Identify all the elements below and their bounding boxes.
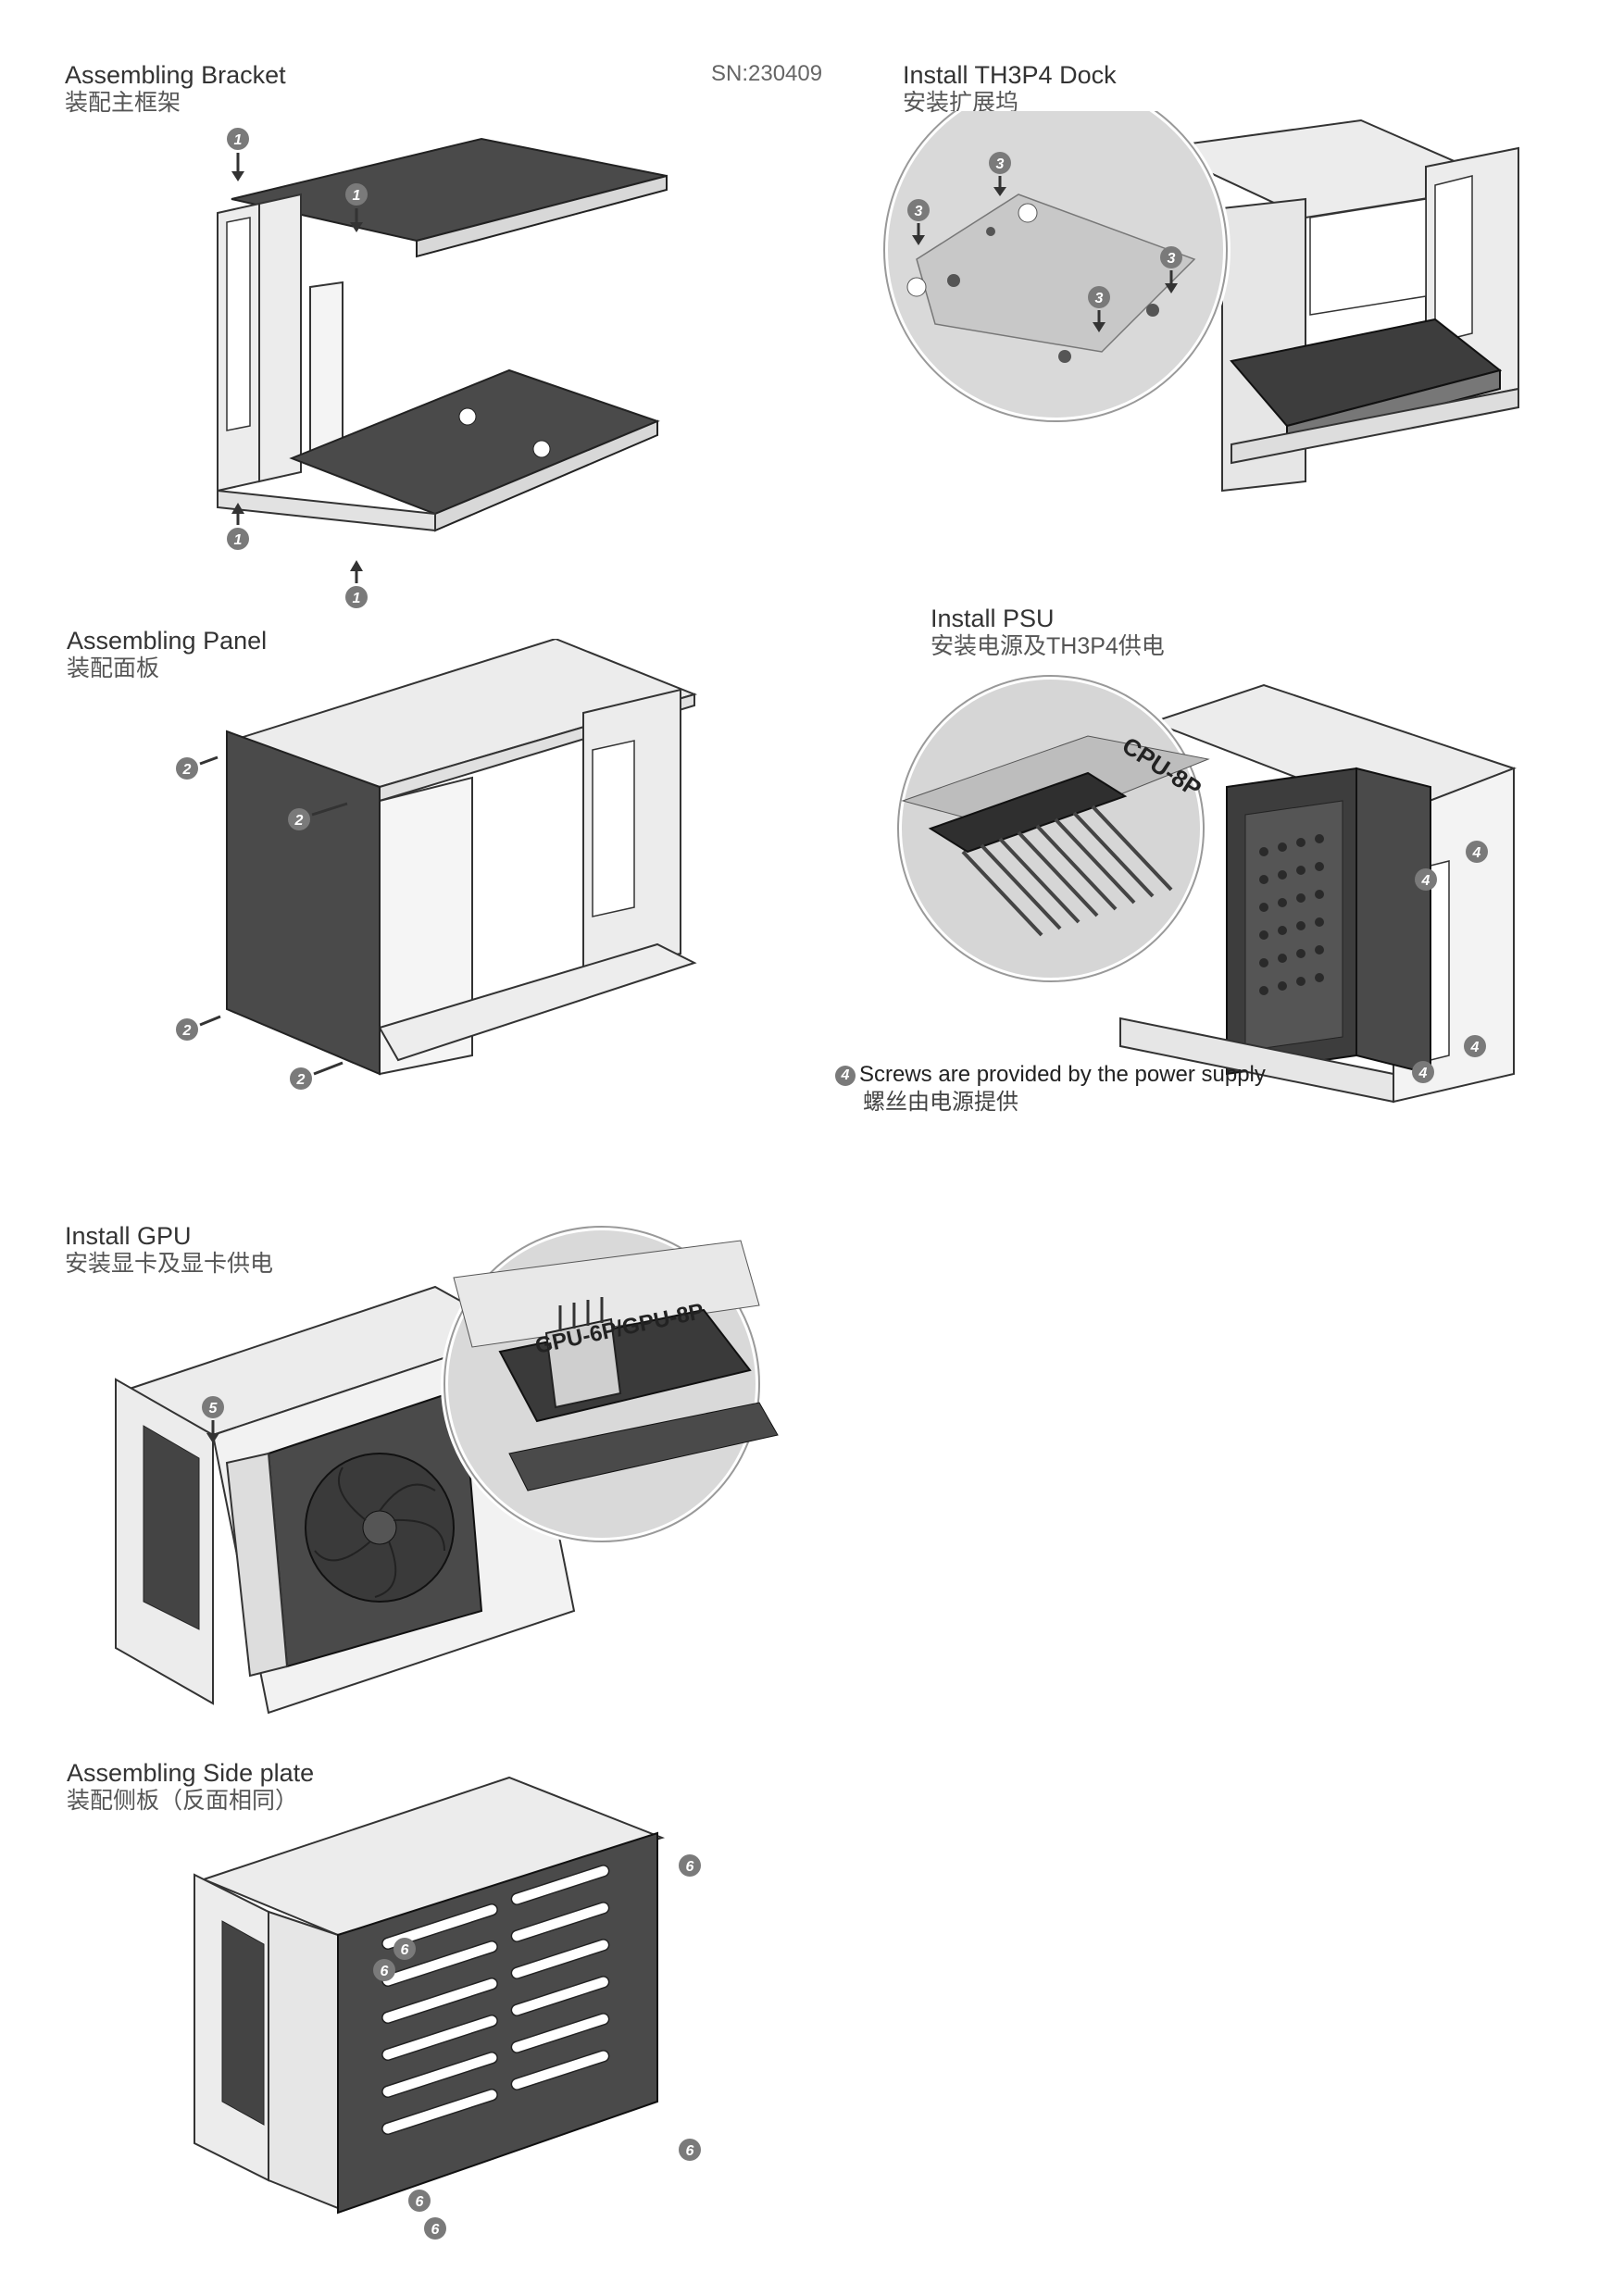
- svg-text:2: 2: [296, 1072, 306, 1088]
- step3-callout: 3: [907, 199, 930, 245]
- step4-callout: 4: [1412, 1061, 1434, 1083]
- svg-text:1: 1: [353, 188, 361, 204]
- section-title-cn: 装配主框架: [65, 90, 181, 116]
- svg-text:4: 4: [1470, 1040, 1480, 1055]
- svg-text:1: 1: [234, 132, 243, 148]
- svg-text:3: 3: [915, 204, 923, 219]
- step4-callout: 4: [1415, 868, 1437, 891]
- step1-callout: 1: [345, 183, 368, 232]
- bracket-illustration: 1 1 1 1: [217, 128, 668, 608]
- step1-callout: 1: [345, 560, 368, 608]
- section-title-bracket: Assembling Bracket 装配主框架: [65, 61, 286, 117]
- dock-illustration: 3 3 3 3: [881, 111, 1519, 493]
- svg-text:4: 4: [1421, 873, 1430, 889]
- section-title-cn: 装配面板: [67, 655, 160, 681]
- step4-badge: 4: [835, 1066, 856, 1086]
- step6-callout: 6: [424, 2217, 446, 2240]
- step3-callout: 3: [1088, 286, 1110, 332]
- svg-text:6: 6: [381, 1964, 389, 1979]
- section-title-cn: 装配侧板（反面相同）: [67, 1788, 299, 1814]
- section-title-dock: Install TH3P4 Dock 安装扩展坞: [903, 61, 1117, 117]
- step6-callout: 6: [679, 1854, 701, 1877]
- step6-callout: 6: [373, 1959, 395, 1981]
- panel-illustration: 2 2 2 2: [176, 639, 698, 1090]
- svg-text:3: 3: [1095, 291, 1104, 306]
- step6-callout: 6: [679, 2139, 701, 2161]
- svg-text:4: 4: [1418, 1066, 1428, 1081]
- step6-callout: 6: [394, 1938, 416, 1960]
- section-title-gpu: Install GPU 安装显卡及显卡供电: [65, 1222, 273, 1278]
- svg-text:2: 2: [182, 1023, 192, 1039]
- svg-text:4: 4: [1472, 845, 1481, 861]
- svg-text:6: 6: [431, 2222, 440, 2238]
- psu-illustration: CPU-8P 4 4 4 4: [894, 672, 1517, 1104]
- svg-text:1: 1: [234, 532, 243, 548]
- svg-text:6: 6: [686, 2143, 694, 2159]
- section-title-en: Install TH3P4 Dock: [903, 61, 1117, 89]
- step2-callout: 2: [288, 802, 348, 830]
- svg-text:6: 6: [686, 1859, 694, 1875]
- step4-callout: 4: [1466, 841, 1488, 863]
- step1-callout: 1: [227, 503, 249, 550]
- step1-callout: 1: [227, 128, 249, 181]
- step3-callout: 3: [1160, 246, 1182, 293]
- svg-text:3: 3: [1168, 251, 1176, 267]
- psu-note-cn: 螺丝由电源提供: [863, 1090, 1018, 1115]
- gpu-illustration: 5 GPU-6P/GPU-8P: [115, 1223, 779, 1715]
- section-title-en: Install PSU: [931, 605, 1055, 632]
- psu-note-en: Screws are provided by the power supply: [859, 1062, 1266, 1087]
- svg-text:3: 3: [996, 156, 1005, 172]
- svg-text:1: 1: [353, 591, 361, 606]
- section-title-en: Assembling Bracket: [65, 61, 286, 89]
- section-title-cn: 安装电源及TH3P4供电: [931, 633, 1165, 659]
- side-plate-illustration: 6 6 6 6 6 6: [194, 1776, 701, 2240]
- svg-text:6: 6: [401, 1942, 409, 1958]
- step4-callout: 4: [1464, 1035, 1486, 1057]
- step5-callout: 5: [202, 1396, 224, 1443]
- step2-callout: 2: [176, 755, 219, 780]
- step6-callout: 6: [408, 2190, 431, 2212]
- section-title-en: Assembling Side plate: [67, 1759, 315, 1787]
- section-title-en: Install GPU: [65, 1222, 192, 1250]
- section-title-cn: 安装显卡及显卡供电: [65, 1251, 274, 1277]
- step3-callout: 3: [989, 152, 1011, 196]
- section-title-side: Assembling Side plate 装配侧板（反面相同）: [67, 1759, 314, 1815]
- section-title-en: Assembling Panel: [67, 627, 268, 655]
- step2-callout: 2: [176, 1015, 221, 1041]
- svg-text:5: 5: [209, 1401, 219, 1416]
- section-title-psu: Install PSU 安装电源及TH3P4供电: [931, 605, 1165, 660]
- step2-callout: 2: [290, 1061, 344, 1090]
- section-title-panel: Assembling Panel 装配面板: [67, 627, 267, 682]
- svg-text:2: 2: [294, 813, 304, 829]
- svg-text:2: 2: [182, 762, 192, 778]
- svg-text:6: 6: [416, 2194, 424, 2210]
- serial-number: SN:230409: [711, 61, 823, 86]
